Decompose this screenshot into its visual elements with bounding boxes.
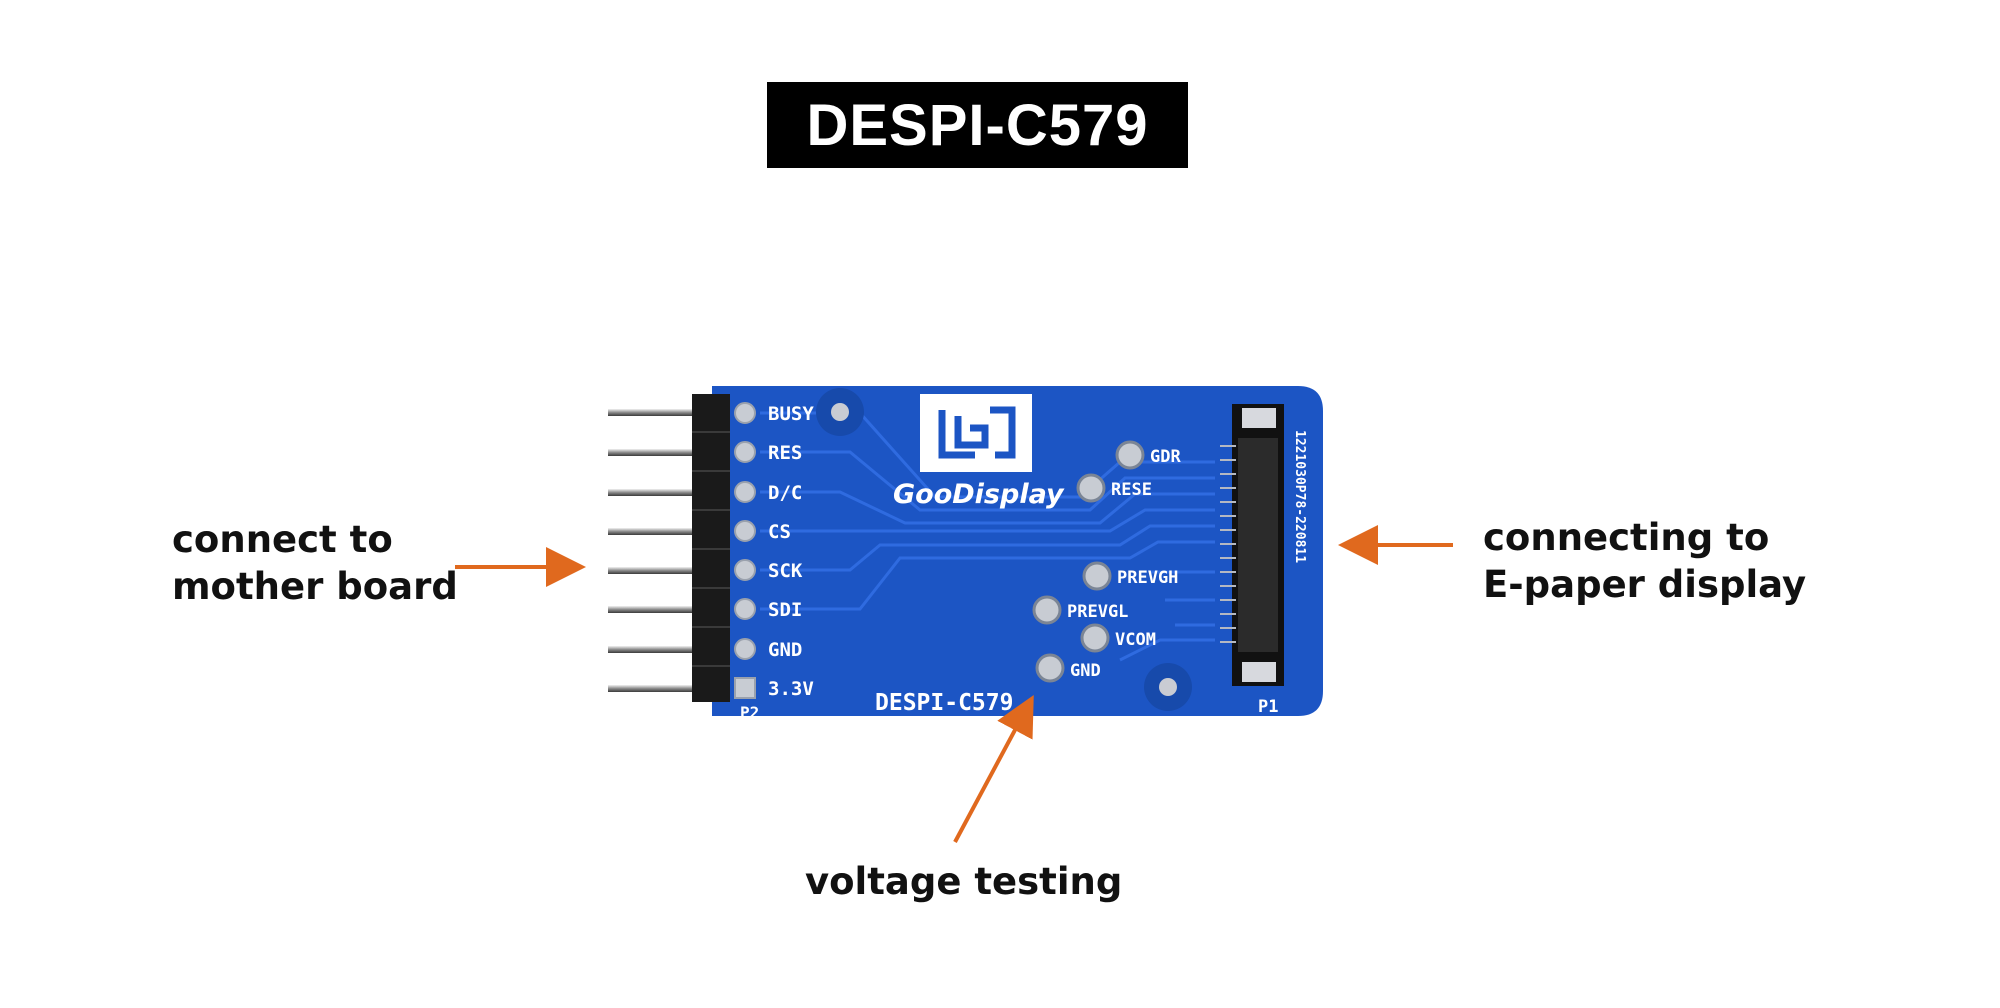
pin-label-sdi: SDI [768,599,802,621]
tp-label-prevgh: PREVGH [1117,568,1178,588]
connector-label-p2: P2 [740,703,759,722]
mounting-hole-bottom-center [1159,678,1177,696]
label-voltage-testing: voltage testing [805,858,1122,905]
header-pin-3 [608,489,693,496]
pin-label-dc: D/C [768,482,802,504]
tp-label-vcom: VCOM [1115,630,1156,650]
arrow-voltage-testing [953,694,1034,843]
label-mother-board: connect to mother board [172,516,458,610]
label-epaper-line1: connecting to [1483,516,1770,559]
test-points [1032,440,1145,683]
header-pin-8 [608,685,693,692]
label-voltage-testing-text: voltage testing [805,860,1123,903]
pcb-board [712,386,1323,716]
label-epaper-display: connecting to E-paper display [1483,514,1806,608]
connector-label-p1: P1 [1258,697,1278,717]
pin-label-3v3: 3.3V [768,678,814,700]
header-pads [734,402,756,699]
page-title: DESPI-C579 [806,92,1149,158]
pin-label-busy: BUSY [768,403,814,425]
header-pin-1 [608,409,693,416]
mounting-hole-top-center [831,403,849,421]
label-epaper-line2: E-paper display [1483,563,1807,606]
tp-label-prevgl: PREVGL [1067,602,1128,622]
tp-label-gnd: GND [1070,661,1101,681]
header-pin-2 [608,449,693,456]
title-box: DESPI-C579 [767,82,1188,168]
tp-label-rese: RESE [1111,480,1152,500]
fpc-connector [1232,404,1284,686]
silkscreen-model: DESPI-C579 [875,690,1013,716]
fpc-part-code: 1221030P78-220811 [1292,430,1307,563]
header-pin-4 [608,528,693,535]
label-mother-board-line1: connect to [172,518,393,561]
pin-label-sck: SCK [768,560,803,582]
header-pin-6 [608,606,693,613]
header-pins [608,409,693,692]
pin-label-res: RES [768,442,802,464]
header-pin-7 [608,646,693,653]
label-mother-board-line2: mother board [172,565,458,608]
pin-label-cs: CS [768,521,791,543]
goodisplay-logo-icon [920,394,1032,472]
brand-name: GooDisplay [893,479,1065,510]
tp-label-gdr: GDR [1150,447,1181,467]
header-pin-5 [608,567,693,574]
pin-label-gnd: GND [768,639,802,661]
